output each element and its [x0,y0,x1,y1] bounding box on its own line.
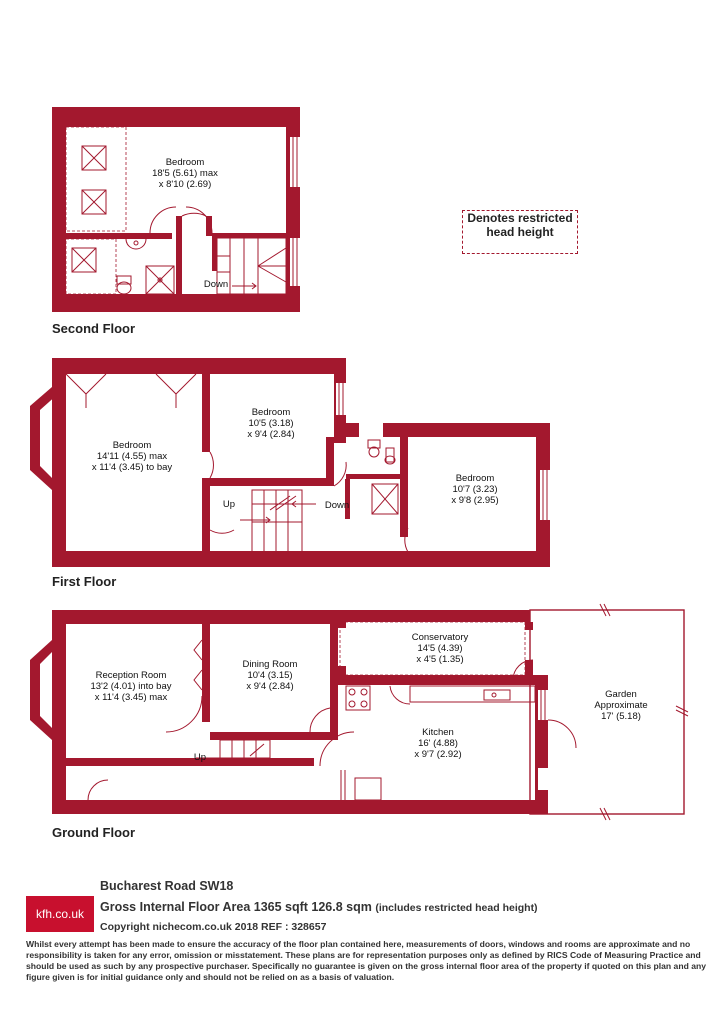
floor-area: Gross Internal Floor Area 1365 sqft 126.… [100,900,538,914]
restricted-height-zones [65,126,526,676]
kfh-logo: kfh.co.uk [26,896,94,932]
second-stairs-down-label: Down [203,279,229,290]
legend-line-2: head height [486,225,554,239]
reception-room-label: Reception Room 13'2 (4.01) into bay x 11… [90,670,172,703]
disclaimer-text: Whilst every attempt has been made to en… [26,939,707,982]
second-floor-internal-walls [66,216,288,296]
conservatory-label: Conservatory 14'5 (4.39) x 4'5 (1.35) [411,632,469,665]
dining-room-label: Dining Room 10'4 (3.15) x 9'4 (2.84) [242,659,298,692]
ground-stairs-up-label: Up [193,752,207,763]
property-address: Bucharest Road SW18 [100,879,234,893]
garden-label: Garden Approximate 17' (5.18) [594,689,648,722]
ground-bay-window [30,640,58,740]
first-bedroom-rear-label: Bedroom 10'7 (3.23) x 9'8 (2.95) [451,473,499,506]
second-stairs [216,237,287,295]
legend-line-1: Denotes restricted [467,211,573,225]
copyright-line: Copyright nichecom.co.uk 2018 REF : 3286… [100,921,327,933]
kitchen-label: Kitchen 16' (4.88) x 9'7 (2.92) [414,727,462,760]
ground-floor-title: Ground Floor [52,825,136,840]
second-bathroom-fixtures [116,238,175,295]
first-bedroom-front-label: Bedroom 14'11 (4.55) max x 11'4 (3.45) t… [91,440,173,473]
first-stairs-up-label: Up [222,499,236,510]
second-floor-title: Second Floor [52,321,136,336]
first-stairs-down-label: Down [324,500,350,511]
first-floor-walls [52,358,550,567]
second-bedroom-label: Bedroom 18'5 (5.61) max x 8'10 (2.69) [152,157,218,190]
first-bedroom-middle-label: Bedroom 10'5 (3.18) x 9'4 (2.84) [247,407,295,440]
floor-area-value: Gross Internal Floor Area 1365 sqft 126.… [100,900,372,914]
skylights [71,145,107,273]
floor-plan-drawing [30,107,689,821]
first-bay-window [30,387,58,490]
restricted-height-legend: Denotes restricted head height [462,210,578,254]
first-floor-title: First Floor [52,574,117,589]
floor-area-note: (includes restricted head height) [375,902,538,914]
second-floor-walls [52,107,300,312]
